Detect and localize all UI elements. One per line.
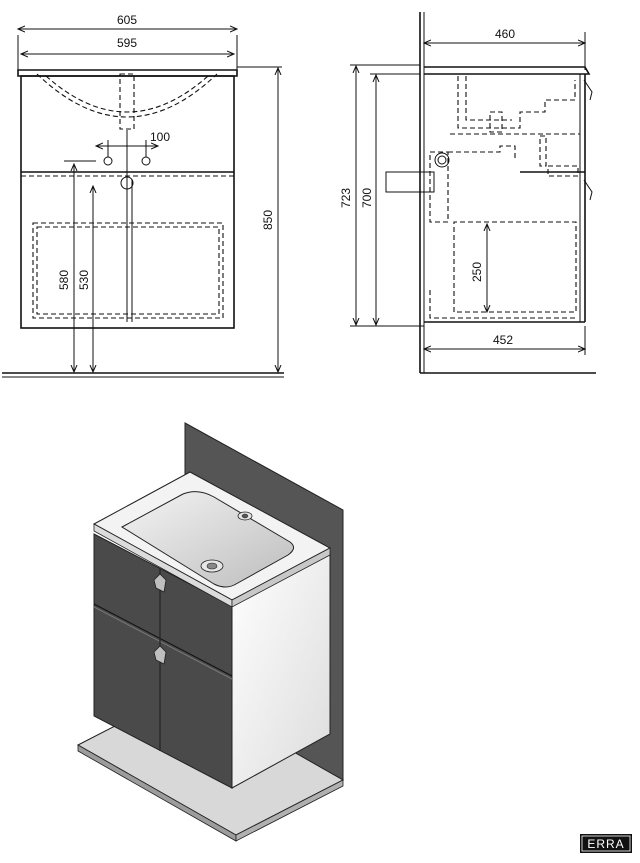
front-view: 605 595 100 580 530 (2, 13, 284, 378)
dimension-530-label: 530 (77, 270, 91, 290)
dimension-723-label: 723 (339, 188, 353, 208)
dimension-850-label: 850 (261, 210, 275, 230)
dimension-100-label: 100 (150, 130, 170, 144)
handle-icon (153, 573, 167, 593)
dimension-460-label: 460 (495, 27, 515, 41)
dimension-595-label: 595 (117, 36, 137, 50)
side-view: 460 250 723 700 (339, 12, 596, 374)
dimension-605-label: 605 (117, 13, 137, 27)
erra-logo: ERRA (580, 834, 632, 853)
basin-bowl (121, 491, 294, 588)
dimension-452-label: 452 (493, 333, 513, 347)
logo-text: ERRA (587, 837, 624, 851)
handle-icon (153, 645, 167, 665)
dimension-700-label: 700 (360, 188, 374, 208)
dimension-580-label: 580 (57, 270, 71, 290)
dimension-250-label: 250 (470, 262, 484, 282)
isometric-render (76, 422, 345, 842)
